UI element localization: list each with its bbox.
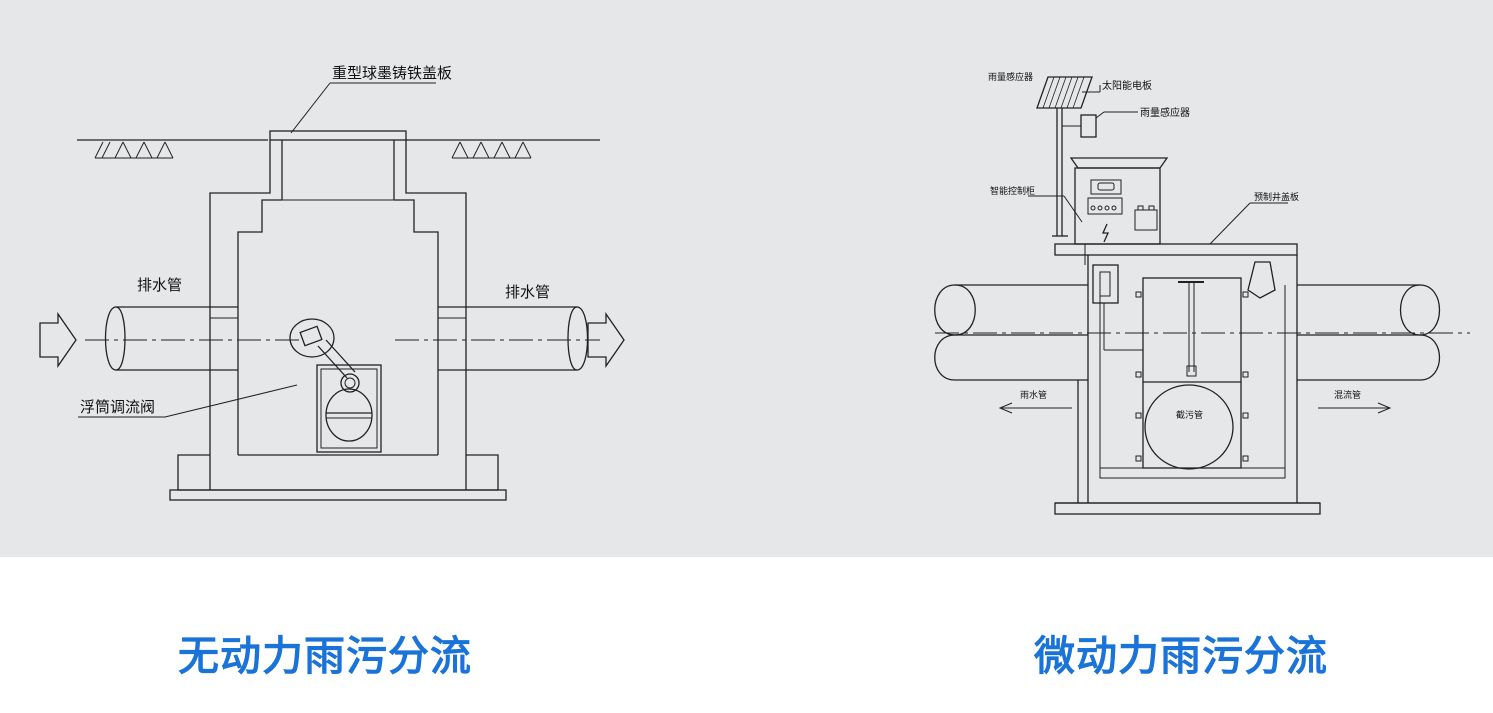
- left-diagram: [39, 82, 625, 501]
- precast-cover-label: 预制井盖板: [1254, 191, 1299, 203]
- rain-sensor-label-2: 雨量感应器: [1140, 106, 1190, 119]
- drain-pipe-label-left: 排水管: [137, 276, 182, 294]
- level-sensor-box: [1092, 264, 1119, 304]
- solar-panel-label: 太阳能电板: [1102, 79, 1152, 92]
- float-valve-label: 浮筒调流阀: [80, 398, 155, 416]
- chamber-outer-wall-right: [405, 140, 467, 490]
- outflow-arrow-icon: [587, 311, 625, 369]
- chamber-outer-wall-left: [209, 140, 271, 490]
- outlet-pipe: [438, 306, 589, 371]
- sewage-pipe-opening: [1144, 384, 1234, 470]
- right-foundation: [1054, 502, 1321, 515]
- flap-valve: [1247, 261, 1276, 299]
- rain-sensor: [1080, 114, 1097, 138]
- combined-pipe: [1297, 284, 1441, 381]
- chamber-inner-wall-left: [237, 199, 282, 455]
- caption-micro-powered-separation: 微动力雨污分流: [1034, 632, 1328, 680]
- diagram-panel: 重型球墨铸铁盖板 排水管 排水管 浮筒调流阀 雨量感应器 太阳能电板 雨量感应器…: [0, 0, 1493, 557]
- combined-flow-arrow-icon: [1318, 402, 1392, 414]
- inflow-arrow-icon: [39, 311, 77, 369]
- inlet-pipe: [104, 306, 238, 371]
- lightning-icon: [1101, 223, 1110, 243]
- cabinet-display: [1090, 179, 1122, 195]
- control-cabinet-label: 智能控制柜: [990, 185, 1035, 197]
- rain-sensor-label: 雨量感应器: [988, 71, 1033, 83]
- rain-flow-arrow-icon: [998, 402, 1072, 414]
- cover-plate-label: 重型球墨铸铁盖板: [332, 64, 452, 82]
- diagram-canvas: 重型球墨铸铁盖板 排水管 排水管 浮筒调流阀 雨量感应器 太阳能电板 雨量感应器…: [39, 64, 1470, 515]
- chamber-inner-wall-right: [394, 199, 439, 455]
- cast-iron-cover-plate: [269, 130, 407, 141]
- soil-hatch-left: [94, 141, 174, 159]
- drain-pipe-label-right: 排水管: [505, 283, 550, 301]
- rain-pipe-label: 雨水管: [1020, 389, 1047, 401]
- solar-panel: [1036, 76, 1093, 109]
- caption-unpowered-separation: 无动力雨污分流: [178, 632, 472, 680]
- cabinet-terminals: [1087, 197, 1123, 215]
- combined-pipe-label: 混流管: [1334, 389, 1361, 401]
- gate-bolts: [1135, 291, 1249, 462]
- sewage-pipe-label: 截污管: [1176, 409, 1203, 421]
- soil-hatch-right: [451, 141, 532, 159]
- rain-pipe: [934, 284, 1088, 381]
- float-flow-valve: [289, 318, 382, 453]
- sluice-gate-frame: [1142, 277, 1242, 469]
- precast-cover-slab: [1054, 243, 1298, 256]
- right-diagram: [934, 76, 1470, 515]
- cabinet-battery: [1134, 209, 1158, 231]
- cabinet-roof: [1069, 157, 1169, 169]
- base-slab: [177, 454, 499, 491]
- foundation: [169, 489, 507, 501]
